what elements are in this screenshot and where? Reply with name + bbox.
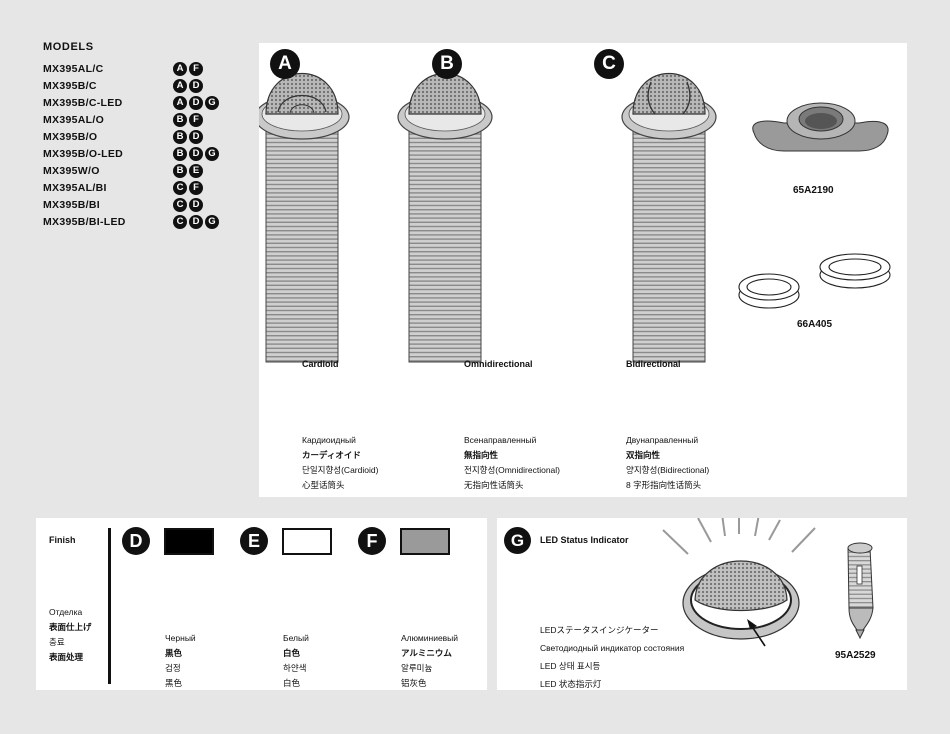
badge-e-icon: E: [189, 164, 203, 178]
wing-nut-illustration: [752, 102, 889, 152]
model-name: MX395B/BI-LED: [43, 216, 126, 228]
badge-d-icon: D: [122, 527, 150, 555]
badge-e-icon: E: [240, 527, 268, 555]
badge-a-icon: A: [270, 49, 300, 79]
microphone-illustrations: [259, 72, 891, 363]
model-name: MX395AL/C: [43, 63, 104, 75]
badge-c-icon: C: [594, 49, 624, 79]
finish-divider: [108, 528, 111, 684]
finish-swatch: [282, 528, 332, 555]
model-name: MX395B/BI: [43, 199, 100, 211]
led-title: LED Status Indicator: [540, 535, 629, 545]
badge-f-icon: F: [358, 527, 386, 555]
badge-b-icon: B: [173, 130, 187, 144]
pattern-label: Cardioid: [302, 359, 339, 369]
badge-d-icon: D: [189, 147, 203, 161]
led-panel: G LED Status Indicator: [497, 518, 907, 690]
led-glow-rays-icon: [662, 518, 816, 555]
model-name: MX395B/C: [43, 80, 97, 92]
finish-swatch: [400, 528, 450, 555]
finish-label: Finish: [49, 535, 76, 545]
led-translations: LEDステータスインジケーター Светодиодный индикатор с…: [540, 625, 685, 689]
badge-g-icon: G: [205, 147, 219, 161]
badge-d-icon: D: [189, 215, 203, 229]
part-number-95a2529: 95A2529: [835, 650, 876, 661]
finish-translations: Отделка 表面仕上げ 충료 表面处理: [49, 607, 92, 662]
badge-g-icon: G: [205, 96, 219, 110]
badge-b-icon: B: [173, 147, 187, 161]
badge-c-icon: C: [173, 181, 187, 195]
finish-swatch: [164, 528, 214, 555]
model-name: MX395W/O: [43, 165, 100, 177]
badge-b-icon: B: [173, 113, 187, 127]
badge-g-icon: G: [504, 527, 531, 554]
badge-f-icon: F: [189, 62, 203, 76]
badge-f-icon: F: [189, 113, 203, 127]
badge-d-icon: D: [189, 96, 203, 110]
model-name: MX395B/C-LED: [43, 97, 123, 109]
badge-d-icon: D: [189, 198, 203, 212]
pattern-label: Bidirectional: [626, 359, 681, 369]
badge-b-icon: B: [432, 49, 462, 79]
pattern-label: Omnidirectional: [464, 359, 533, 369]
model-name: MX395AL/O: [43, 114, 105, 126]
ring-set-illustration: [738, 253, 891, 309]
model-name: MX395B/O: [43, 131, 98, 143]
badge-g-icon: G: [205, 215, 219, 229]
models-title: MODELS: [43, 41, 94, 53]
badge-a-icon: A: [173, 62, 187, 76]
badge-b-icon: B: [173, 164, 187, 178]
model-name: MX395B/O-LED: [43, 148, 124, 160]
led-illustration: [662, 518, 874, 647]
badge-d-icon: D: [189, 79, 203, 93]
badge-a-icon: A: [173, 79, 187, 93]
model-name: MX395AL/BI: [43, 182, 107, 194]
badge-f-icon: F: [189, 181, 203, 195]
badge-a-icon: A: [173, 96, 187, 110]
badge-d-icon: D: [189, 130, 203, 144]
part-number-65a2190: 65A2190: [793, 185, 834, 196]
badge-c-icon: C: [173, 198, 187, 212]
xlr-connector-illustration: [847, 542, 874, 640]
part-number-66a405: 66A405: [797, 319, 833, 330]
badge-c-icon: C: [173, 215, 187, 229]
